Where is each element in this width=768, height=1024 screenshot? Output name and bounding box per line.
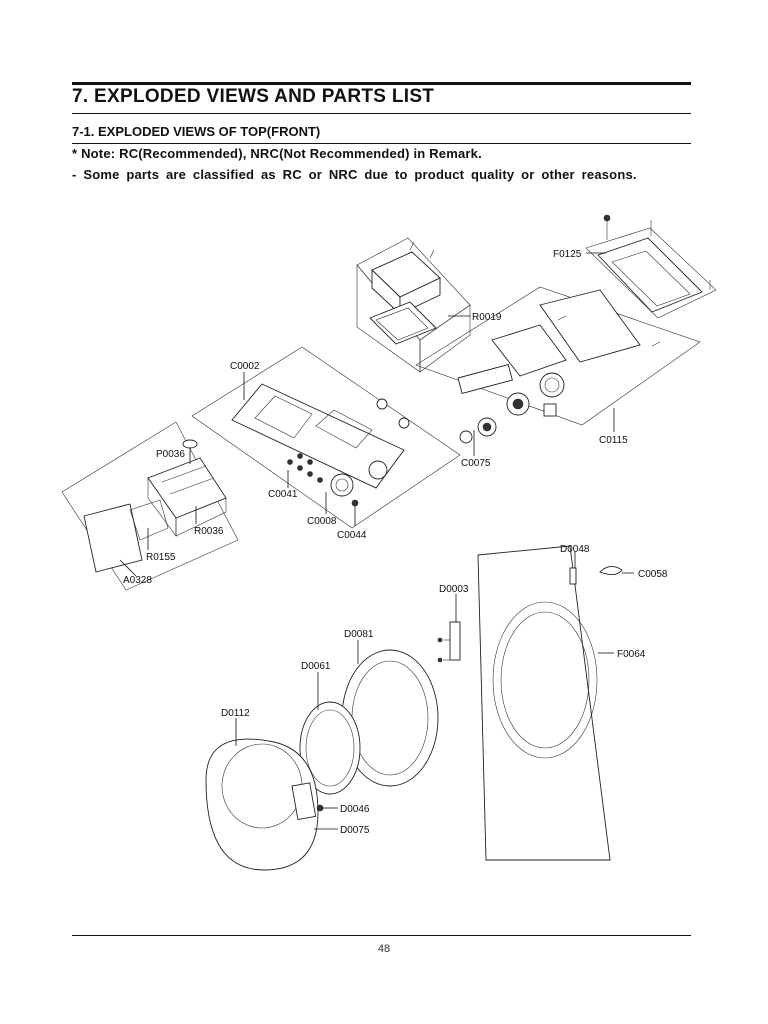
- page-title: 7. EXPLODED VIEWS AND PARTS LIST: [72, 86, 435, 107]
- callout-d0046: D0046: [340, 804, 370, 815]
- callout-r0036: R0036: [194, 526, 224, 537]
- front-panel: [477, 545, 623, 861]
- callout-f0125: F0125: [553, 249, 582, 260]
- callout-c0008: C0008: [307, 516, 337, 527]
- callout-a0328: A0328: [123, 575, 152, 586]
- note-classified: - Some parts are classified as RC or NRC…: [72, 167, 637, 182]
- page-number: 48: [377, 943, 391, 955]
- callout-r0019: R0019: [472, 312, 502, 323]
- callout-c0041: C0041: [268, 489, 298, 500]
- exploded-view-diagram: F0125 R0019 C0002 C0115 P0036 C0075 C004…: [61, 214, 717, 871]
- section-title: 7-1. EXPLODED VIEWS OF TOP(FRONT): [72, 124, 321, 139]
- callout-d0075: D0075: [340, 825, 370, 836]
- callout-c0115: C0115: [599, 435, 628, 446]
- callout-p0036: P0036: [156, 449, 185, 460]
- callout-d0003: D0003: [439, 584, 469, 595]
- callout-c0044: C0044: [337, 530, 367, 541]
- leader-lines: [119, 252, 634, 830]
- callout-r0155: R0155: [146, 552, 176, 563]
- control-panel-assembly: [415, 286, 701, 444]
- callout-d0048: D0048: [560, 544, 590, 555]
- callout-d0061: D0061: [301, 661, 331, 672]
- callout-d0112: D0112: [221, 708, 250, 719]
- note-rc: * Note: RC(Recommended), NRC(Not Recomme…: [72, 146, 482, 161]
- top-rule: [72, 82, 691, 85]
- door-glass: [299, 701, 361, 795]
- callout-d0081: D0081: [344, 629, 374, 640]
- footer-rule: [72, 935, 691, 936]
- top-plate-assembly: [585, 214, 717, 319]
- callout-c0075: C0075: [461, 458, 491, 469]
- door-hinge: [437, 621, 461, 663]
- callout-c0058: C0058: [638, 569, 668, 580]
- dispenser-assembly: [61, 421, 239, 591]
- callout-f0064: F0064: [617, 649, 646, 660]
- door-outer-ring: [205, 738, 324, 871]
- detergent-box-assembly: [356, 237, 471, 373]
- heading-rule: [72, 113, 691, 114]
- callout-c0002: C0002: [230, 361, 260, 372]
- control-panel-frame: [191, 346, 461, 529]
- subheading-rule: [72, 143, 691, 144]
